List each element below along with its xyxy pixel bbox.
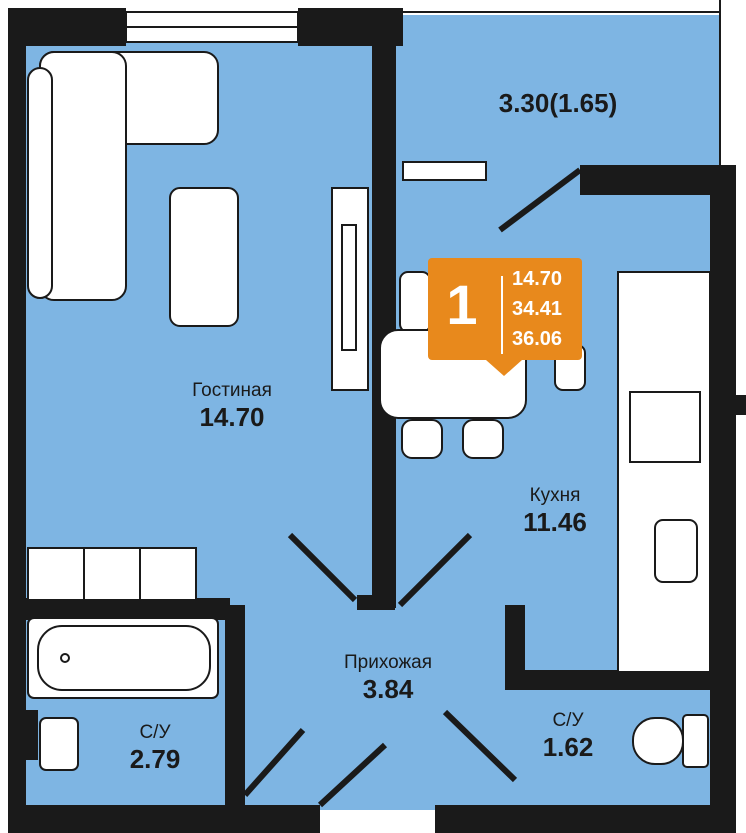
total-area: 34.41 <box>512 298 563 320</box>
room-count: 1 <box>446 273 478 336</box>
room-name: Прихожая <box>343 652 433 673</box>
badge-divider <box>501 276 503 354</box>
windows-balcony <box>125 0 721 181</box>
doors <box>242 167 582 808</box>
room-name: Гостиная <box>192 380 272 401</box>
furniture <box>27 51 711 771</box>
apartment-badge: 1 14.70 34.41 36.06 <box>428 258 582 376</box>
room-area: 3.84 <box>362 674 414 704</box>
living-area: 14.70 <box>512 268 563 290</box>
room-name: С/У <box>139 722 171 743</box>
room-area: 14.70 <box>199 402 265 432</box>
balcony-area: 3.30(1.65) <box>499 88 618 119</box>
room-name: Кухня <box>529 485 581 506</box>
walls <box>8 8 746 833</box>
room-name: С/У <box>552 710 584 731</box>
balcony-area-value: 3.30(1.65) <box>498 88 618 118</box>
room-area: 1.62 <box>542 732 594 762</box>
total-area-with-balcony: 36.06 <box>512 328 563 350</box>
room-area: 2.79 <box>129 744 181 774</box>
room-area: 11.46 <box>523 507 587 537</box>
